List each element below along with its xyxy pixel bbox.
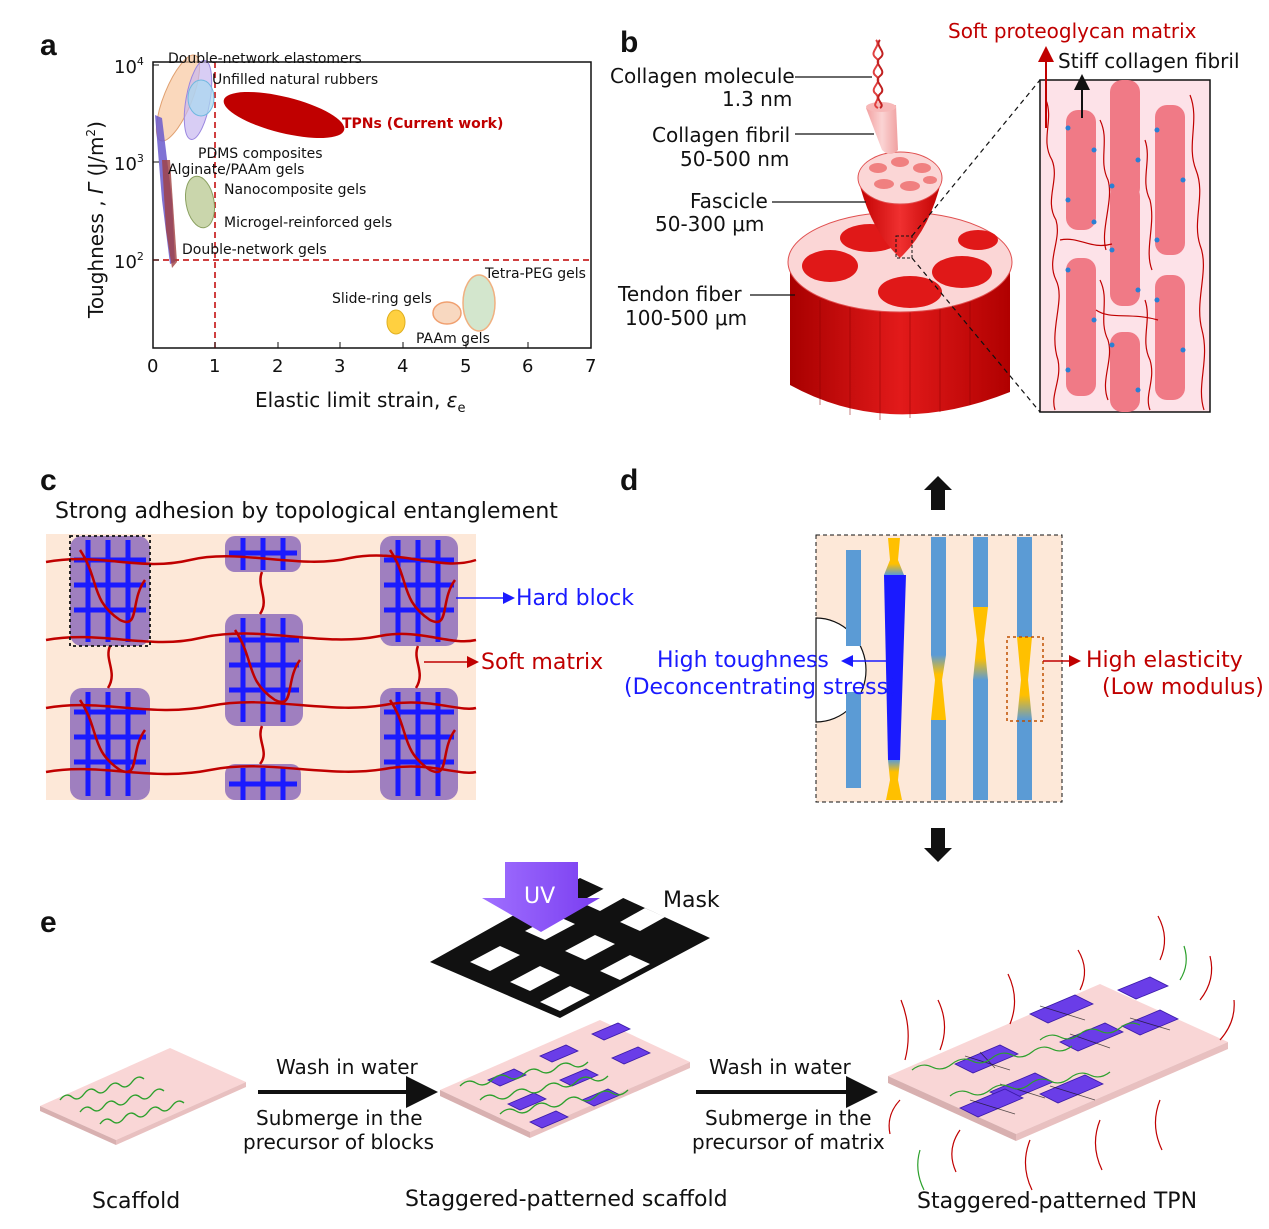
label-deconcentrating-stress: (Deconcentrating stress) [624, 675, 897, 700]
x-tick-1: 1 [209, 356, 220, 377]
label-slide-ring: Slide-ring gels [332, 291, 432, 307]
label-collagen-molecule: Collagen molecule [610, 64, 795, 88]
label-paam: PAAm gels [416, 331, 490, 347]
label-nanocomposite: Nanocomposite gels [224, 182, 366, 198]
label-natural-rubbers: Unfilled natural rubbers [212, 72, 378, 88]
x-tick-6: 6 [522, 356, 533, 377]
label-collagen-molecule-size: 1.3 nm [722, 87, 792, 111]
label-collagen-fibril: Collagen fibril [652, 123, 790, 147]
adhesion-highlight [69, 535, 151, 647]
x-tick-0: 0 [147, 356, 158, 377]
label-tendon-fiber: Tendon fiber [617, 282, 742, 306]
label-dn-gels: Double-network gels [182, 242, 327, 258]
x-tick-5: 5 [460, 356, 471, 377]
label-wash-2: Wash in water [709, 1055, 852, 1079]
label-collagen-fibril-size: 50-500 nm [680, 147, 789, 171]
label-fascicle: Fascicle [690, 189, 768, 213]
panel-letter-c: c [40, 464, 57, 497]
x-axis-ticks: 0 1 2 3 4 5 6 7 [147, 342, 596, 377]
pull-arrow-up [924, 476, 952, 510]
stretched-block [884, 575, 906, 760]
x-tick-3: 3 [334, 356, 345, 377]
panel-b: b Collagen molecule 1.3 nm Col [610, 19, 1240, 420]
label-soft-proteoglycan: Soft proteoglycan matrix [948, 19, 1197, 43]
label-staggered-tpn: Staggered-patterned TPN [917, 1189, 1197, 1214]
label-high-elasticity: High elasticity [1086, 648, 1243, 673]
label-tetra-peg: Tetra-PEG gels [484, 266, 586, 282]
panel-letter-a: a [40, 29, 57, 62]
staggered-scaffold-sheet [440, 1020, 690, 1138]
pull-arrow-down [924, 828, 952, 862]
y-axis-label: Toughness , Γ (J/m2) [84, 121, 108, 319]
x-tick-7: 7 [585, 356, 596, 377]
collagen-molecule [872, 39, 880, 109]
fascicle-section [802, 250, 858, 282]
panel-letter-e: e [40, 906, 57, 939]
label-microgel: Microgel-reinforced gels [224, 215, 392, 231]
collagen-fibril [866, 105, 898, 154]
uv-light-arrow [482, 862, 600, 932]
panel-d: d High toughness (Deconcentrating stress… [620, 464, 1264, 862]
label-low-modulus: (Low modulus) [1102, 675, 1264, 700]
y-tick-2: 102 [114, 250, 144, 273]
label-dn-elastomers: Double-network elastomers [168, 51, 362, 67]
region-pdms [187, 79, 215, 117]
label-hard-block: Hard block [516, 586, 634, 611]
elastic-region-highlight [1006, 636, 1044, 722]
label-uv: UV [524, 884, 555, 909]
panel-letter-d: d [620, 464, 638, 497]
y-tick-3: 103 [114, 152, 144, 175]
plot-frame [152, 61, 592, 349]
matrix-chains [45, 549, 477, 776]
region-tetra-peg [462, 274, 496, 332]
zoom-region [895, 235, 913, 259]
region-dn-gels [162, 160, 177, 268]
label-fascicle-size: 50-300 μm [655, 212, 764, 236]
label-high-toughness: High toughness [657, 648, 829, 673]
x-axis-label: Elastic limit strain, εe [255, 388, 465, 416]
label-alginate: Alginate/PAAm gels [168, 162, 304, 178]
region-paam [432, 301, 462, 325]
tpn-sheet [888, 915, 1235, 1191]
panel-e: e UV Mask Wash in water Submerge in the … [40, 862, 1235, 1214]
y-tick-4: 104 [114, 55, 144, 78]
zoomed-inset [1039, 79, 1211, 413]
region-microgel [184, 175, 216, 229]
y-axis-ticks: 102 103 104 [114, 55, 159, 273]
scaffold-sheet [40, 1048, 246, 1145]
x-tick-2: 2 [272, 356, 283, 377]
label-submerge-2b: precursor of matrix [692, 1130, 885, 1154]
panel-c: c Strong adhesion by topological entangl… [40, 464, 634, 800]
label-tpns: TPNs (Current work) [342, 116, 503, 132]
label-scaffold: Scaffold [92, 1189, 180, 1214]
label-mask: Mask [663, 888, 720, 913]
label-staggered-scaffold: Staggered-patterned scaffold [405, 1187, 728, 1212]
label-stiff-fibril: Stiff collagen fibril [1058, 49, 1240, 73]
label-submerge-2a: Submerge in the [705, 1106, 872, 1130]
label-pdms: PDMS composites [198, 146, 323, 162]
label-soft-matrix: Soft matrix [481, 650, 603, 675]
label-wash-1: Wash in water [276, 1055, 419, 1079]
panel-letter-b: b [620, 26, 638, 59]
panel-c-title: Strong adhesion by topological entanglem… [55, 499, 558, 524]
label-submerge-1a: Submerge in the [256, 1106, 423, 1130]
region-tpns [223, 91, 345, 139]
panel-a: a Double-network elastomers Unfilled nat… [40, 29, 596, 416]
label-tendon-fiber-size: 100-500 μm [625, 306, 747, 330]
label-submerge-1b: precursor of blocks [243, 1130, 434, 1154]
x-tick-4: 4 [397, 356, 408, 377]
region-slide-ring [386, 309, 406, 335]
